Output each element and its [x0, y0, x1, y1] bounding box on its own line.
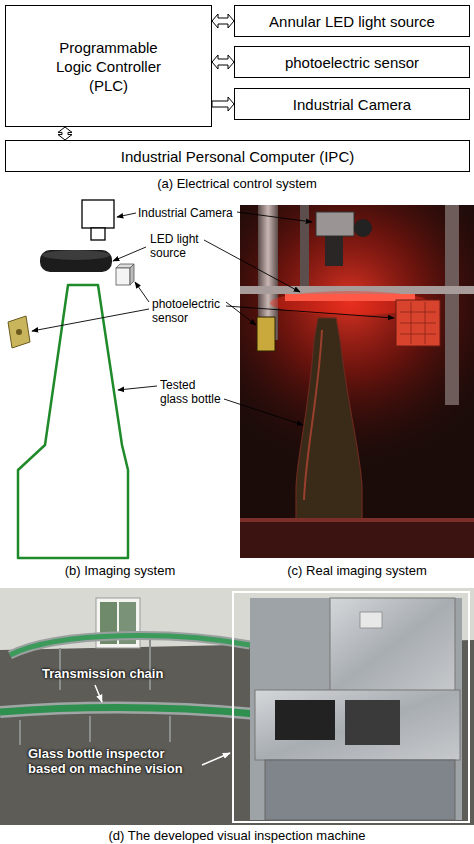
camera-sketch: [82, 200, 114, 240]
real-imaging-photo: [300, 205, 309, 287]
real-imaging-photo: [240, 205, 474, 558]
real-imaging-photo: [240, 522, 474, 558]
inspection-machine-photo: [360, 612, 382, 628]
inspection-machine-photo: [265, 760, 455, 820]
leader-lines: [224, 399, 303, 425]
sensor-yellow-sketch: [16, 329, 22, 335]
leader-lines: [113, 247, 146, 261]
inspection-machine-photo: [255, 690, 460, 760]
block-arrow: [212, 55, 234, 69]
bottle-sketch: [18, 285, 128, 558]
leader-lines: [32, 309, 149, 331]
leader-lines: [204, 240, 300, 292]
part-label: LED light source: [150, 232, 216, 260]
box-text: Industrial Camera: [293, 95, 411, 114]
led-ring-sketch: [40, 250, 112, 272]
real-imaging-photo: [304, 330, 322, 500]
leader-lines: [118, 386, 157, 390]
inspection-machine-photo: [0, 588, 474, 825]
leader-lines: [226, 302, 256, 325]
real-imaging-photo: [445, 205, 459, 405]
real-imaging-photo: [400, 302, 436, 344]
part-label: photoelectric sensor: [152, 297, 234, 325]
inspection-machine-photo: [0, 708, 255, 714]
subfigure-caption: (c) Real imaging system: [240, 563, 474, 578]
led-ring-sketch: [40, 250, 112, 272]
bottle-sketch: [18, 285, 128, 558]
inspection-machine-photo: [275, 700, 335, 740]
real-imaging-photo: [240, 518, 474, 522]
control-box: Industrial Personal Computer (IPC): [5, 140, 470, 172]
inspection-machine-photo: [345, 700, 400, 745]
leader-lines: [237, 212, 312, 222]
subfigure-caption: (a) Electrical control system: [0, 176, 474, 191]
part-label: Industrial Camera: [138, 206, 238, 220]
sensor-yellow-sketch: [8, 316, 30, 348]
inspection-machine-photo: [95, 685, 102, 702]
control-box: photoelectric sensor: [234, 46, 470, 78]
block-arrow: [212, 97, 234, 111]
inspection-machine-photo: [10, 636, 250, 655]
led-ring-sketch: [42, 250, 110, 260]
block-arrow: [58, 127, 72, 140]
box-text: photoelectric sensor: [285, 53, 419, 72]
camera-sketch: [91, 228, 105, 240]
sensor-cube-sketch: [116, 268, 130, 285]
inspection-machine-photo: [330, 598, 455, 693]
inspection-machine-photo: [250, 598, 462, 820]
leader-lines: [32, 212, 394, 425]
sensor-cube-sketch: [116, 264, 134, 285]
photo-label: Transmission chain: [42, 666, 222, 681]
control-box: Programmable Logic Controller (PLC): [5, 5, 212, 127]
real-imaging-photo: [354, 219, 372, 237]
box-text: Annular LED light source: [269, 12, 435, 31]
sensor-yellow-sketch: [8, 316, 30, 348]
part-label: Tested glass bottle: [160, 378, 225, 406]
control-box: Industrial Camera: [234, 88, 470, 120]
inspection-machine-photo: [233, 592, 469, 822]
leader-lines: [135, 282, 149, 302]
subfigure-caption: (d) The developed visual inspection mach…: [0, 828, 474, 843]
photo-label: Glass bottle inspector based on machine …: [28, 746, 198, 776]
real-imaging-photo: [240, 205, 474, 558]
box-text: Industrial Personal Computer (IPC): [121, 147, 354, 166]
box-text: Programmable Logic Controller (PLC): [43, 38, 175, 95]
inspection-machine-photo: [0, 588, 474, 825]
real-imaging-photo: [240, 205, 474, 558]
leader-lines: [117, 213, 136, 217]
block-arrow: [212, 14, 234, 28]
real-imaging-photo: [257, 317, 275, 351]
camera-sketch: [82, 200, 114, 228]
inspection-machine-photo: [20, 640, 170, 745]
real-imaging-photo: [316, 212, 354, 236]
control-box: Annular LED light source: [234, 5, 470, 37]
inspection-machine-photo: [10, 636, 250, 655]
inspection-machine-photo: [202, 753, 230, 765]
subfigure-caption: (b) Imaging system: [0, 563, 240, 578]
real-imaging-photo: [325, 236, 343, 266]
sensor-cube-sketch: [130, 264, 134, 285]
real-imaging-photo: [396, 300, 440, 346]
leader-lines: [226, 306, 394, 318]
inspection-machine-photo: [0, 708, 255, 714]
